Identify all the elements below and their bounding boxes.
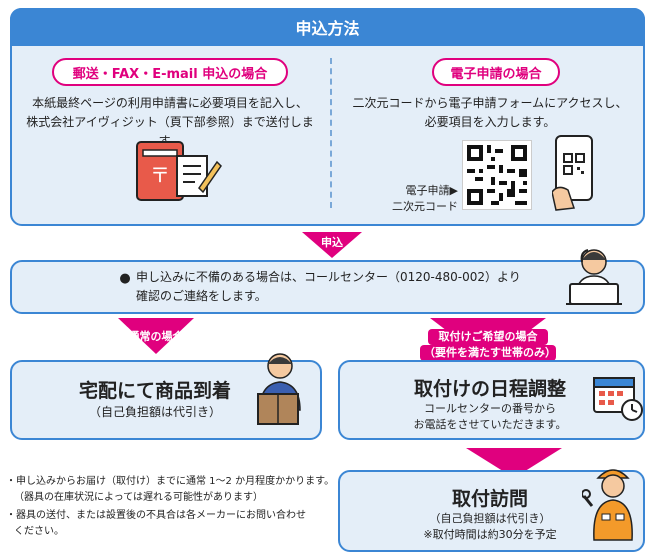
confirmation-line2: 確認のご連絡をします。 bbox=[136, 289, 267, 303]
mail-fax-email-pill: 郵送・FAX・E-mail 申込の場合 bbox=[52, 58, 288, 86]
installer-worker-icon bbox=[581, 460, 644, 556]
delivery-person-icon bbox=[248, 350, 312, 438]
visit-title: 取付訪問 bbox=[451, 488, 528, 510]
call-center-operator-icon bbox=[562, 242, 626, 312]
delivery-subtitle: （自己負担額は代引き） bbox=[88, 405, 221, 419]
note2-line2: ください。 bbox=[14, 526, 64, 537]
qr-label-line1: 電子申請▶ bbox=[405, 184, 458, 197]
mailbox-icon: 〒 bbox=[135, 138, 225, 208]
branch-installation-label1: 取付けご希望の場合 bbox=[428, 329, 548, 345]
calendar-clock-icon bbox=[592, 372, 644, 428]
delivery-title: 宅配にて商品到着 bbox=[78, 380, 231, 402]
branch-installation-label2: （要件を満たす世帯のみ） bbox=[420, 345, 556, 361]
confirmation-bullet: ● bbox=[119, 271, 131, 286]
schedule-sub1: コールセンターの番号から bbox=[424, 402, 556, 415]
electronic-instruction-line2: 必要項目を入力します。 bbox=[424, 115, 556, 129]
visit-sub1: （自己負担額は代引き） bbox=[429, 512, 551, 525]
electronic-instruction-line1: 二次元コードから電子申請フォームにアクセスし、 bbox=[352, 96, 628, 110]
svg-text:〒: 〒 bbox=[150, 163, 170, 187]
confirmation-panel bbox=[10, 260, 645, 314]
mail-instruction-line1: 本紙最終ページの利用申請書に必要項目を記入し、 bbox=[32, 96, 308, 110]
confirmation-line1: 申し込みに不備のある場合は、コールセンター（0120-480-002）より bbox=[136, 270, 521, 284]
smartphone-qr-icon bbox=[551, 134, 598, 216]
arrow-apply-label: 申込 bbox=[321, 236, 343, 249]
note1-line1: ・申し込みからお届け（取付け）までに通常 1〜2 か月程度かかります。 bbox=[6, 476, 335, 487]
qr-code-icon[interactable] bbox=[462, 140, 532, 210]
down-arrow-apply bbox=[302, 232, 362, 258]
qr-label-line2: 二次元コード bbox=[392, 200, 458, 213]
branch-normal-label: 通常の場合 bbox=[128, 330, 184, 343]
down-arrow-normal bbox=[118, 318, 194, 354]
visit-sub2: ※取付時間は約30分を予定 bbox=[423, 528, 557, 541]
column-divider bbox=[330, 58, 332, 208]
note2-line1: ・器具の送付、または設置後の不具合は各メーカーにお問い合わせ bbox=[6, 510, 306, 521]
electronic-application-pill: 電子申請の場合 bbox=[432, 58, 560, 86]
schedule-sub2: お電話をさせていただきます。 bbox=[413, 418, 567, 431]
schedule-title: 取付けの日程調整 bbox=[413, 378, 566, 400]
note1-line2: （器具の在庫状況によっては遅れる可能性があります） bbox=[14, 492, 263, 503]
application-method-title: 申込方法 bbox=[10, 8, 645, 46]
